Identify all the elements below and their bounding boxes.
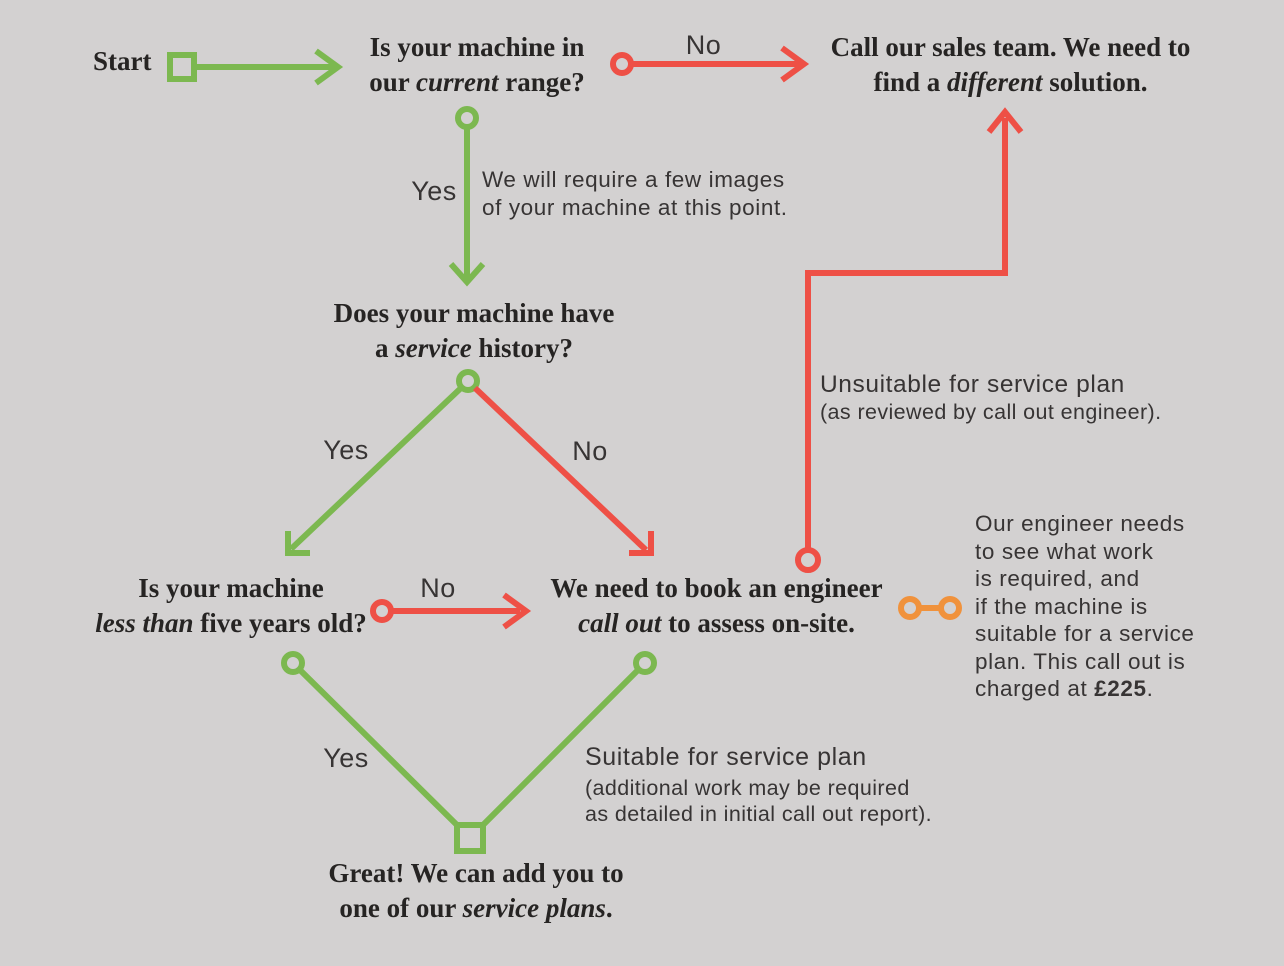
node-q-age: Is your machine less than five years old… — [81, 571, 381, 641]
great-line2-italic: service plans — [462, 893, 606, 923]
note-images: We will require a few images of your mac… — [482, 166, 788, 222]
connector-circle-age-yes — [281, 651, 305, 675]
sales-line1: Call our sales team. We need to — [830, 32, 1191, 62]
q-callout-line2: call out to assess on-site. — [534, 606, 899, 641]
great-line2: one of our service plans. — [326, 891, 626, 926]
q-age-line2: less than five years old? — [81, 606, 381, 641]
q-history-line2-pre: a — [375, 333, 396, 363]
note-engineer-line7-pre: charged at — [975, 676, 1095, 701]
note-engineer-line4: if the machine is — [975, 593, 1148, 619]
start-square-icon — [167, 52, 197, 82]
note-engineer-line5: suitable for a service — [975, 621, 1195, 646]
line-age-to-great — [297, 667, 461, 829]
connector-circle-callout-suitable — [633, 651, 657, 675]
label-no-age: No — [420, 573, 456, 603]
note-engineer-line2: to see what work — [975, 538, 1154, 564]
label-yes-history: Yes — [323, 435, 369, 465]
note-engineer-price: £225 — [1094, 676, 1147, 701]
q-history-line2-post: history? — [471, 333, 573, 363]
arrowhead-range-to-history — [448, 262, 486, 287]
q-age-line2-post: five years old? — [193, 608, 367, 638]
start-label: Start — [93, 46, 152, 76]
note-unsuitable-subtitle: (as reviewed by call out engineer). — [820, 400, 1162, 424]
q-callout-line1: We need to book an engineer — [550, 573, 883, 603]
q-range-line2: our current range? — [327, 65, 627, 100]
note-engineer: Our engineer needs to see what work is r… — [975, 510, 1195, 703]
note-images-line2: of your machine at this point. — [482, 195, 788, 220]
sales-line2-pre: find a — [873, 67, 947, 97]
label-no-range: No — [685, 30, 722, 60]
note-suitable-sub1: (additional work may be required — [585, 776, 910, 800]
great-line2-pre: one of our — [339, 893, 463, 923]
arrowhead-range-to-sales — [780, 45, 810, 83]
note-engineer-line7: charged at £225. — [975, 675, 1195, 703]
q-range-line2-italic: current — [416, 67, 499, 97]
arrow-history-to-callout — [472, 385, 649, 553]
q-range-line2-pre: our — [369, 67, 416, 97]
node-q-history: Does your machine have a service history… — [324, 296, 624, 366]
note-suitable-sub2: as detailed in initial call out report). — [585, 801, 933, 826]
note-engineer-line3: is required, and — [975, 566, 1140, 591]
arrow-history-to-age — [288, 385, 464, 552]
sales-line2: find a different solution. — [808, 65, 1213, 100]
node-q-range: Is your machine in our current range? — [327, 30, 627, 100]
arrowhead-history-to-callout — [629, 531, 654, 556]
note-unsuitable: Unsuitable for service plan (as reviewed… — [820, 370, 1161, 426]
note-suitable: Suitable for service plan (additional wo… — [585, 742, 932, 827]
q-callout-line2-italic: call out — [578, 608, 662, 638]
arrowhead-history-to-age — [285, 531, 310, 556]
arrowhead-callout-to-sales — [986, 107, 1024, 134]
connector-circle-range-yes — [455, 106, 479, 130]
q-range-line1: Is your machine in — [369, 32, 585, 62]
connector-circle-callout-unsuitable — [795, 547, 821, 573]
label-yes-age: Yes — [323, 743, 369, 773]
node-q-callout: We need to book an engineer call out to … — [534, 571, 899, 641]
arrowhead-age-to-callout — [502, 592, 532, 630]
note-engineer-line1: Our engineer needs — [975, 511, 1185, 536]
q-history-line2-italic: service — [395, 333, 472, 363]
connector-circle-callout-note-left — [898, 596, 922, 620]
node-sales: Call our sales team. We need to find a d… — [808, 30, 1213, 100]
great-square-icon — [454, 822, 486, 854]
note-engineer-line7-post: . — [1146, 676, 1154, 701]
arrowhead-start-to-range — [314, 48, 344, 86]
note-suitable-title: Suitable for service plan — [585, 743, 867, 771]
sales-line2-post: solution. — [1042, 67, 1148, 97]
note-images-line1: We will require a few images — [482, 167, 785, 192]
label-no-history: No — [572, 436, 608, 466]
arrow-callout-to-sales — [805, 118, 1008, 550]
great-line2-post: . — [605, 893, 613, 923]
q-history-line2: a service history? — [324, 331, 624, 366]
q-history-line1: Does your machine have — [333, 298, 615, 328]
q-callout-line2-post: to assess on-site. — [661, 608, 855, 638]
q-range-line2-post: range? — [498, 67, 585, 97]
q-age-line2-italic: less than — [95, 608, 194, 638]
connector-circle-callout-note-right — [938, 596, 962, 620]
sales-line2-italic: different — [946, 67, 1043, 97]
label-yes-range: Yes — [411, 176, 457, 206]
line-callout-to-great — [479, 667, 641, 829]
note-engineer-line6: plan. This call out is — [975, 648, 1186, 674]
note-unsuitable-title: Unsuitable for service plan — [820, 371, 1125, 398]
node-great: Great! We can add you to one of our serv… — [326, 856, 626, 926]
great-line1: Great! We can add you to — [328, 858, 624, 888]
connector-circle-history — [456, 369, 480, 393]
q-age-line1: Is your machine — [138, 573, 324, 603]
